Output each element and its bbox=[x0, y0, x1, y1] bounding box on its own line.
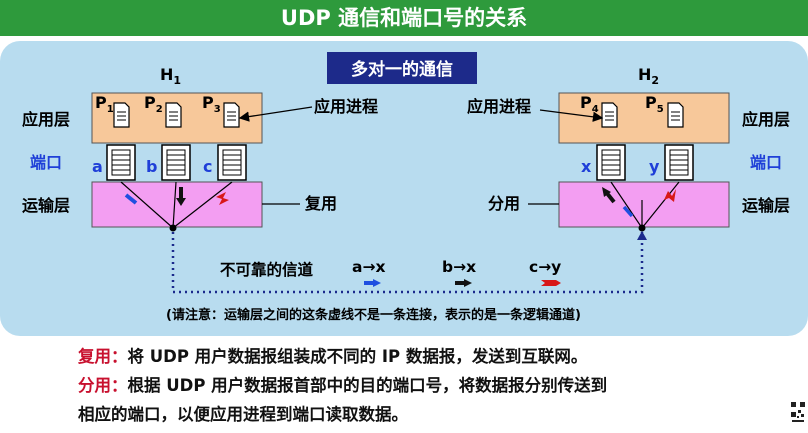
port-c: c bbox=[203, 144, 247, 181]
transport-layer-right bbox=[558, 181, 730, 228]
channel-note: (请注意：运输层之间的这条虚线不是一条连接，表示的是一条逻辑通道) bbox=[166, 307, 581, 323]
svg-text:c: c bbox=[203, 157, 212, 176]
svg-text:P3: P3 bbox=[202, 93, 221, 115]
app-process-label-right: 应用进程 bbox=[467, 97, 531, 116]
multiplex-label: 复用 bbox=[304, 194, 337, 213]
explanation-text: 复用：将 UDP 用户数据报组装成不同的 IP 数据报，发送到互联网。 分用：根… bbox=[78, 342, 798, 429]
app-process-label-left: 应用进程 bbox=[314, 97, 378, 116]
channel-label: 不可靠的信道 bbox=[220, 260, 314, 279]
app-layer-label-left: 应用层 bbox=[22, 110, 70, 129]
app-layer-label-right: 应用层 bbox=[742, 110, 790, 129]
datagram-arrow-black-left bbox=[176, 187, 186, 206]
svg-text:x: x bbox=[581, 157, 592, 176]
flow-c-y: c→y bbox=[529, 258, 561, 276]
process-p3: P3 bbox=[202, 93, 240, 128]
process-p4: P4 bbox=[580, 93, 618, 128]
port-label-left: 端口 bbox=[30, 153, 62, 172]
bullet-multiplex: 复用：将 UDP 用户数据报组装成不同的 IP 数据报，发送到互联网。 bbox=[78, 347, 588, 366]
process-p5: P5 bbox=[645, 93, 684, 128]
port-a: a bbox=[92, 144, 136, 181]
bullet-demultiplex: 分用：根据 UDP 用户数据报首部中的目的端口号，将数据报分别传送到 bbox=[78, 376, 608, 395]
transport-layer-left bbox=[91, 181, 263, 228]
app-process-pointer-right bbox=[539, 109, 604, 122]
demultiplex-label: 分用 bbox=[488, 194, 520, 213]
process-p1: P1 bbox=[95, 93, 130, 128]
header-bar: UDP 通信和端口号的关系 bbox=[0, 0, 808, 36]
unreliable-channel-line bbox=[171, 232, 644, 294]
document-icon bbox=[601, 102, 618, 128]
port-y: y bbox=[649, 144, 694, 181]
document-icon bbox=[113, 102, 130, 128]
flow-b-x: b→x bbox=[442, 258, 476, 276]
flow-a-x: a→x bbox=[352, 258, 385, 276]
svg-text:P4: P4 bbox=[580, 93, 599, 115]
port-label-right: 端口 bbox=[750, 153, 782, 172]
host-right-label: H2 bbox=[638, 65, 659, 87]
host-left-label: H1 bbox=[160, 65, 181, 87]
transport-layer-label-left: 运输层 bbox=[22, 196, 70, 215]
svg-text:P2: P2 bbox=[144, 93, 163, 115]
datagram-arrow-black-right bbox=[602, 187, 616, 204]
svg-text:P1: P1 bbox=[95, 93, 114, 115]
document-icon bbox=[223, 102, 240, 128]
svg-text:a: a bbox=[92, 157, 103, 176]
subtitle-box bbox=[327, 52, 477, 84]
flow-arrow-black bbox=[455, 279, 472, 287]
port-x: x bbox=[581, 144, 626, 181]
demultiplex-lines bbox=[610, 181, 680, 232]
port-b: b bbox=[146, 144, 191, 181]
datagram-arrow-blue-left bbox=[124, 193, 138, 205]
flow-arrow-blue bbox=[364, 279, 381, 287]
transport-layer-label-right: 运输层 bbox=[742, 196, 790, 215]
process-p2: P2 bbox=[144, 93, 182, 128]
svg-text:P5: P5 bbox=[645, 93, 664, 115]
app-process-pointer-left bbox=[238, 106, 313, 122]
channel-arrowhead bbox=[637, 231, 647, 240]
page-title: UDP 通信和端口号的关系 bbox=[280, 6, 528, 30]
bullet-demultiplex-cont: 相应的端口，以便应用进程到端口读取数据。 bbox=[78, 405, 408, 424]
svg-text:b: b bbox=[146, 157, 157, 176]
datagram-arrow-blue-right bbox=[622, 205, 634, 218]
qr-code-icon bbox=[790, 400, 806, 426]
svg-text:y: y bbox=[649, 157, 660, 176]
document-icon bbox=[667, 102, 684, 128]
subtitle-text: 多对一的通信 bbox=[351, 59, 453, 80]
document-icon bbox=[165, 102, 182, 128]
flow-arrow-red bbox=[541, 280, 561, 286]
datagram-arrow-red-left bbox=[216, 192, 229, 205]
multiplex-lines bbox=[120, 181, 233, 232]
app-layer-right bbox=[558, 92, 730, 144]
datagram-arrow-red-right bbox=[664, 189, 676, 202]
